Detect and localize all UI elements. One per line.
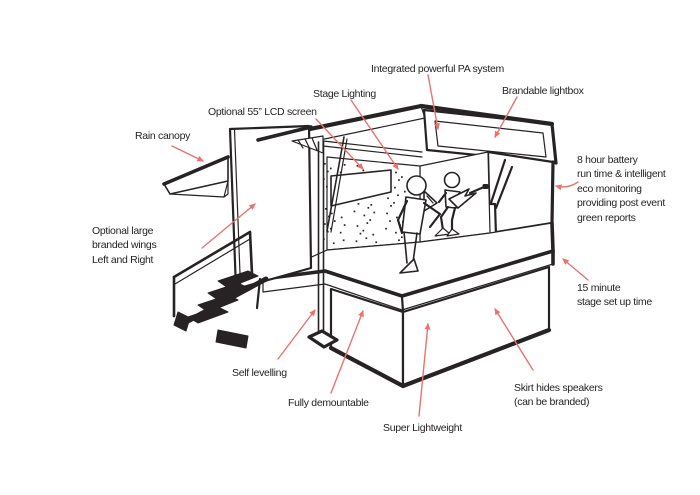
arrow-stage-lighting	[350, 99, 399, 170]
label-super-lightweight: Super Lightweight	[383, 422, 462, 434]
label-skirt: Skirt hides speakers (can be branded)	[514, 382, 603, 409]
arrow-fully-demountable	[330, 310, 364, 394]
leveling-jack	[307, 140, 339, 349]
rain-canopy-shape	[162, 155, 230, 198]
arrow-brandable-lightbox	[494, 96, 518, 138]
stage-deck	[261, 221, 555, 313]
label-setup-time: 15 minute stage set up time	[577, 282, 652, 309]
arrow-setup-time	[562, 258, 589, 281]
singer-figure	[396, 175, 442, 274]
right-side-wall	[466, 150, 555, 247]
label-pa-system: Integrated powerful PA system	[371, 63, 504, 75]
arrow-pa-system	[427, 74, 440, 130]
jack-foot	[307, 329, 339, 349]
arrow-rain-canopy	[171, 145, 204, 162]
label-branded-wings: Optional large branded wings Left and Ri…	[92, 225, 157, 266]
arrow-branded-wings	[201, 203, 256, 249]
lighting-dots	[323, 163, 409, 245]
access-stairs	[172, 230, 269, 349]
label-rain-canopy: Rain canopy	[135, 130, 191, 142]
stage-skirt	[328, 265, 552, 389]
arrow-self-levelling	[277, 309, 316, 360]
arrow-super-lightweight	[418, 323, 431, 417]
lcd-screen-shape	[330, 169, 392, 207]
lightbox-panel	[434, 120, 547, 158]
label-battery: 8 hour battery run time & intelligent ec…	[577, 154, 666, 224]
label-fully-demountable: Fully demountable	[288, 397, 369, 409]
arrow-skirt	[494, 308, 534, 371]
label-brandable-lightbox: Brandable lightbox	[502, 85, 584, 97]
handrail	[172, 230, 254, 318]
label-self-levelling: Self levelling	[232, 367, 287, 379]
leader-arrows	[171, 74, 589, 417]
arrow-lcd-screen	[315, 118, 364, 170]
branded-wing-panel	[228, 124, 324, 291]
label-stage-lighting: Stage Lighting	[313, 88, 376, 100]
label-lcd-screen: Optional 55” LCD screen	[208, 106, 317, 118]
guitar	[448, 184, 489, 209]
arrow-battery	[555, 181, 579, 191]
performers	[396, 171, 489, 274]
guitarist-figure	[434, 171, 489, 237]
